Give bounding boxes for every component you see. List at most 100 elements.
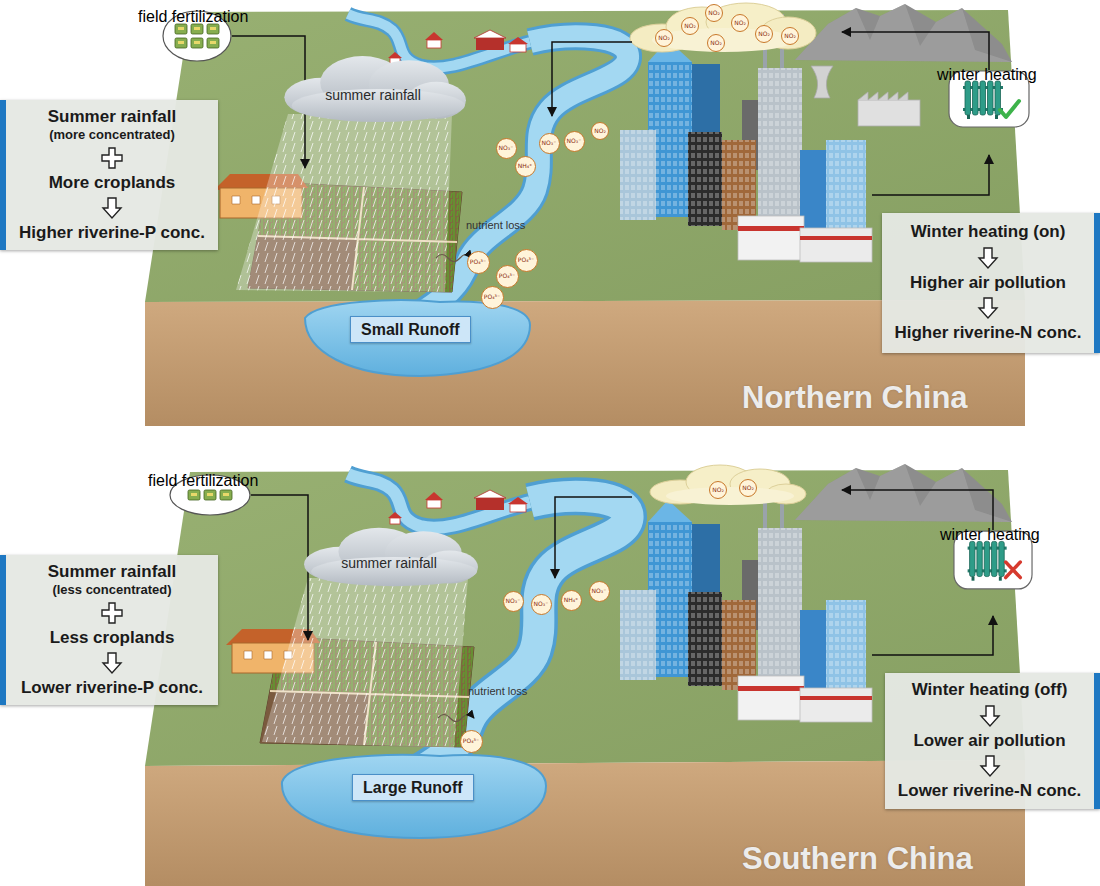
phosphate-circle: PO₄³⁻ [515, 249, 538, 272]
chemical-label: PO₄³⁻ [470, 259, 486, 265]
pollutant-circle: NO₃⁻ [496, 138, 517, 159]
arrow-symbol [100, 651, 124, 675]
chemical-label: NO₂ [758, 31, 770, 37]
plus-symbol [100, 601, 124, 625]
box-subheading: (less concentrated) [52, 582, 171, 598]
icon-caption: field fertilization [138, 8, 252, 26]
region-watermark: Southern China [742, 842, 973, 876]
box-text: Winter heating (off) [912, 680, 1068, 700]
pollutant-circle: NO₂ [705, 4, 723, 22]
pollutant-circle: NO₂ [739, 479, 757, 497]
pollutant-circle: NO₂ [755, 25, 773, 43]
down-arrow [976, 296, 1000, 320]
down-arrow [976, 246, 1000, 270]
phosphate-circle: PO₄³⁻ [496, 265, 519, 288]
rain-cloud: summer rainfall [278, 52, 468, 124]
chemical-label: NO₂ [712, 487, 724, 493]
pollutant-circle: NO₂ [655, 29, 673, 47]
pollutant-circle: NO₃⁻ [503, 591, 524, 612]
chemical-label: NO₃⁻ [506, 598, 521, 604]
chemical-label: NH₄⁺ [564, 597, 579, 603]
note-label: nutrient loss [466, 219, 525, 232]
chemical-label: NO₂ [742, 485, 754, 491]
chemical-label: NO₂ [684, 23, 696, 29]
city [620, 474, 872, 722]
box-subheading: (more concentrated) [49, 127, 175, 143]
leader-lines [232, 32, 989, 195]
note-label: nutrient loss [468, 685, 527, 698]
chemical-label: NO₂ [594, 128, 606, 134]
pollutant-circle: NO₃⁻ [531, 594, 552, 615]
arrow-symbol [978, 754, 1002, 778]
summary-box: Winter heating (on)Higher air pollutionH… [882, 213, 1100, 353]
chemical-label: NO₂ [734, 20, 746, 26]
arrow-symbol [100, 196, 124, 220]
icon-caption: winter heating [937, 66, 1041, 84]
pollutant-circle: NH₄⁺ [515, 156, 536, 177]
down-arrow [978, 704, 1002, 728]
chemical-label: NO₃⁻ [592, 588, 607, 594]
phosphate-circle: PO₄³⁻ [481, 286, 504, 309]
arrow-symbol [976, 296, 1000, 320]
fertilizer-icon: field fertilization [138, 8, 252, 88]
heating-icon: winter heating [940, 526, 1046, 610]
chemical-label: PO₄³⁻ [484, 294, 500, 300]
summary-box: Summer rainfall(more concentrated) More c… [0, 100, 218, 250]
pollutant-circle: NO₂ [591, 122, 609, 140]
icon-caption: field fertilization [148, 472, 272, 490]
chemical-label: NO₂ [784, 33, 796, 39]
plus-sign [100, 146, 124, 170]
pollutant-circle: NO₂ [707, 34, 725, 52]
pollutant-circle: NO₂ [781, 27, 799, 45]
rain-cloud: summer rainfall [298, 524, 480, 588]
pollution-cloud [650, 465, 806, 505]
arrow-symbol [978, 704, 1002, 728]
mountains [795, 464, 1012, 522]
pollution-cloud [630, 3, 816, 52]
mountains [795, 4, 1012, 62]
chemical-label: NH₄⁺ [518, 163, 533, 169]
fertilizer-icon: field fertilization [148, 472, 272, 544]
down-arrow [978, 754, 1002, 778]
city [620, 14, 872, 262]
runoff-label: Large Runoff [363, 778, 463, 797]
pollutant-circle: NO₃⁻ [539, 133, 560, 154]
runoff-box: Large Runoff [352, 774, 474, 801]
farm-houses [388, 30, 528, 64]
box-text: Higher air pollution [910, 273, 1066, 293]
box-text: More croplands [49, 173, 176, 193]
cloud-label: summer rainfall [325, 88, 421, 103]
down-arrow [100, 196, 124, 220]
pollutant-circle: NO₃⁻ [564, 131, 585, 152]
chemical-label: PO₄³⁻ [499, 273, 515, 279]
cloud-label: summer rainfall [341, 556, 437, 571]
runoff-label: Small Runoff [361, 320, 460, 339]
chemical-label: NO₂ [708, 10, 720, 16]
box-text: Summer rainfall [48, 107, 177, 127]
chemical-label: NO₂ [710, 40, 722, 46]
rain-band [236, 114, 452, 292]
phosphate-circle: PO₄³⁻ [467, 251, 490, 274]
chemical-label: NO₃⁻ [542, 140, 557, 146]
heating-icon: winter heating [937, 66, 1041, 150]
summary-box: Summer rainfall(less concentrated) Less c… [0, 555, 218, 705]
icon-caption: winter heating [940, 526, 1046, 544]
box-text: Lower riverine-P conc. [21, 678, 203, 698]
box-text: Lower air pollution [913, 731, 1065, 751]
pollutant-circle: NH₄⁺ [561, 590, 582, 611]
box-text: Winter heating (on) [911, 222, 1066, 242]
down-arrow [100, 651, 124, 675]
phosphate-circle: PO₄³⁻ [460, 730, 483, 753]
box-text: Less croplands [50, 628, 175, 648]
box-text: Lower riverine-N conc. [898, 781, 1081, 801]
summary-box: Winter heating (off) Lower air pollutionL… [885, 673, 1100, 809]
rain-band [262, 578, 468, 748]
chemical-label: PO₄³⁻ [518, 257, 534, 263]
pollutant-circle: NO₂ [731, 14, 749, 32]
chemical-label: NO₃⁻ [534, 601, 549, 607]
chemical-label: NO₃⁻ [567, 138, 582, 144]
box-text: Summer rainfall [48, 562, 177, 582]
pollutant-circle: NO₂ [681, 17, 699, 35]
leader-lines [251, 490, 993, 655]
